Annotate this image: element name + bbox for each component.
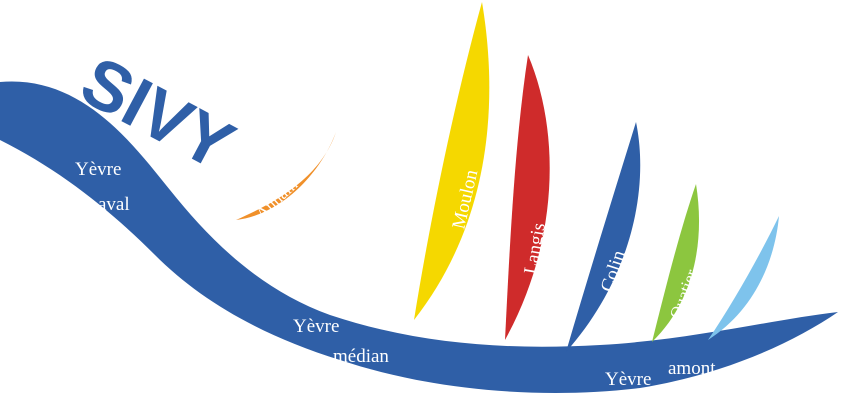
label-yevre-amont-1: Yèvre	[605, 369, 651, 390]
label-annain: Annain	[252, 175, 302, 223]
label-yevre-amont-2: amont	[668, 358, 716, 379]
tributary-ouatier-shape	[652, 184, 700, 342]
label-yevre-median-1: Yèvre	[293, 316, 339, 337]
tributary-langis-shape	[505, 55, 550, 340]
tributary-6-shape	[708, 216, 779, 340]
river-yevre-shape	[0, 81, 838, 393]
tributary-colin-shape	[566, 122, 641, 352]
label-yevre-aval-1: Yèvre	[75, 159, 121, 180]
label-yevre-median-2: médian	[333, 346, 389, 367]
label-yevre-aval-2: aval	[98, 194, 130, 215]
tributary-moulon-shape	[414, 2, 490, 320]
